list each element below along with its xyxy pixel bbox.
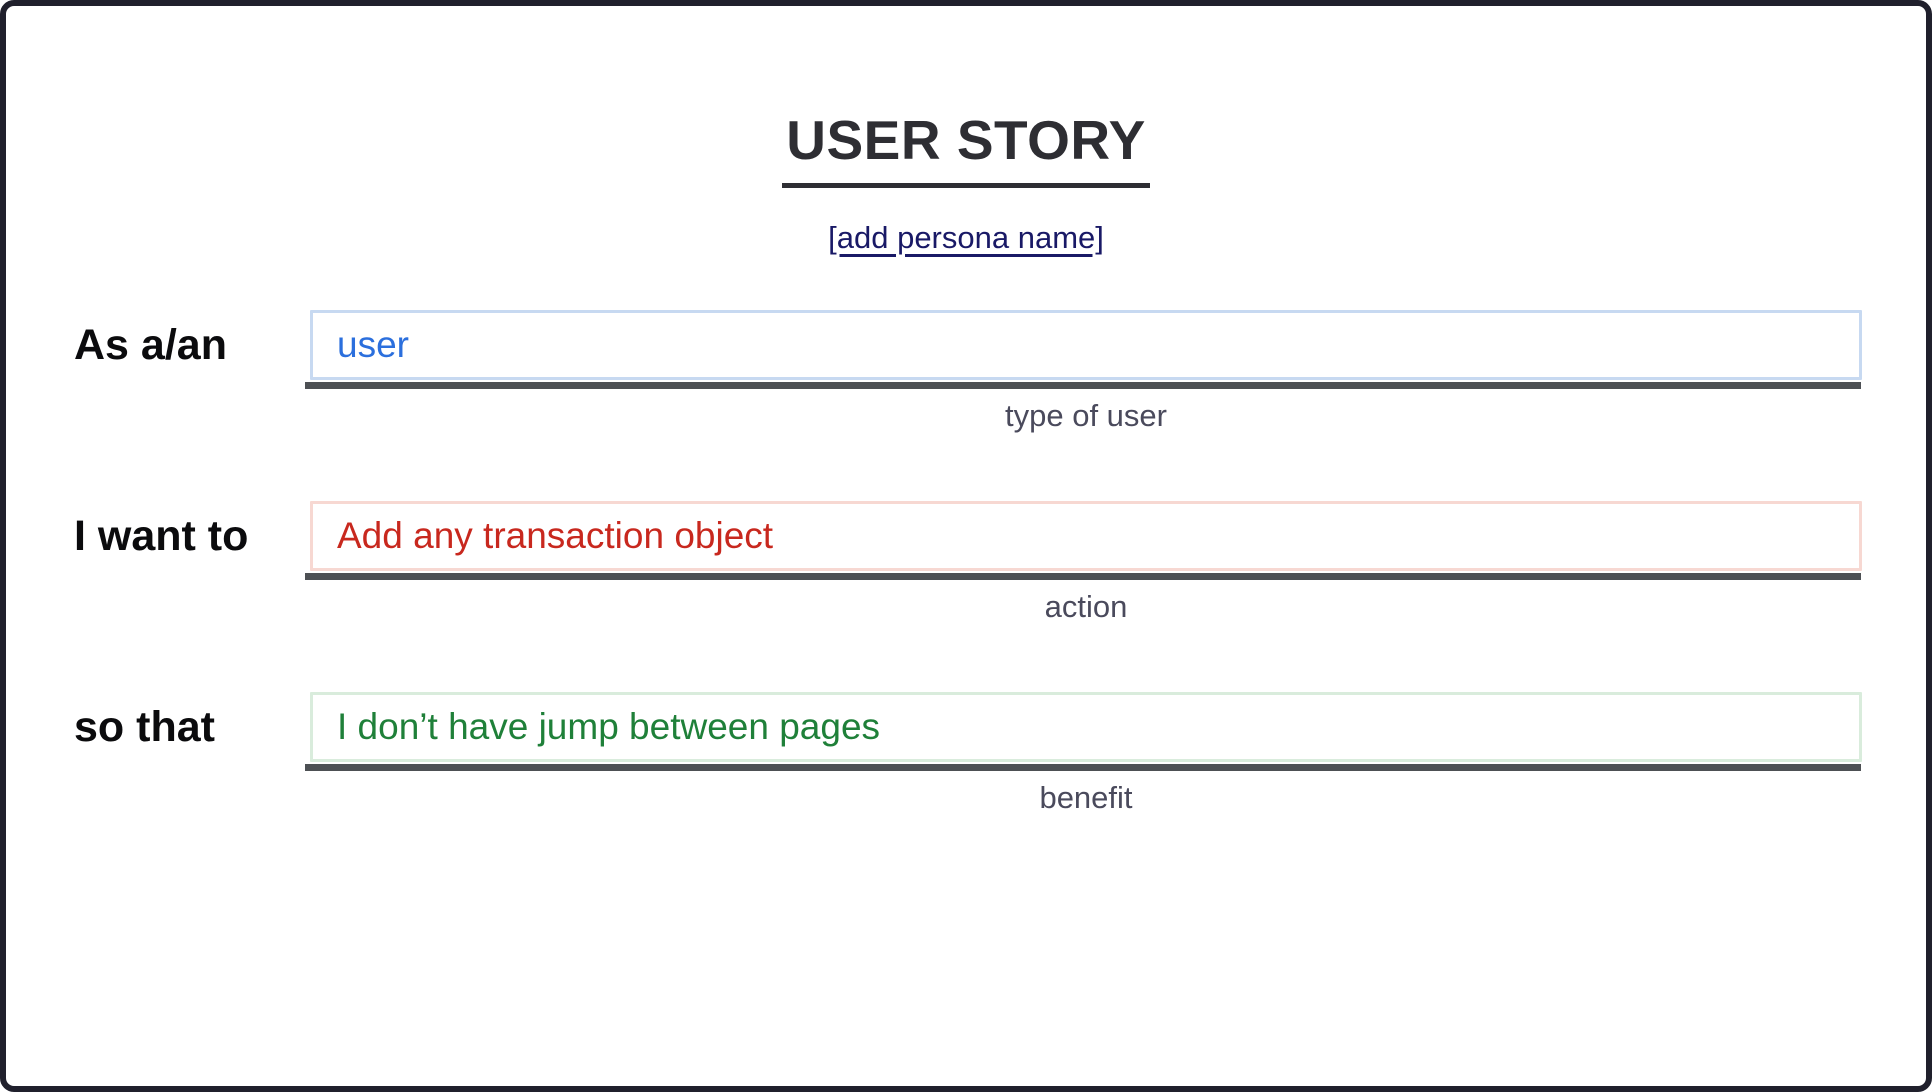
field-caption-action: action bbox=[1044, 588, 1128, 624]
field-caption-benefit: benefit bbox=[1039, 779, 1133, 815]
field-shadow-bar bbox=[305, 572, 1861, 580]
story-rows: As a/an type of user I want to action so… bbox=[6, 309, 1926, 816]
field-column: type of user bbox=[305, 309, 1862, 434]
field-shadow-bar bbox=[305, 381, 1861, 389]
row-action: I want to action bbox=[6, 500, 1926, 625]
row-benefit: so that benefit bbox=[6, 691, 1926, 816]
field-caption-type-of-user: type of user bbox=[1005, 397, 1167, 433]
add-persona-link[interactable]: [add persona name] bbox=[828, 219, 1104, 255]
field-shadow-bar bbox=[305, 763, 1861, 771]
header: USER STORY bbox=[6, 6, 1926, 188]
row-label-i-want-to: I want to bbox=[74, 511, 249, 560]
action-input[interactable] bbox=[310, 500, 1862, 571]
page-title: USER STORY bbox=[782, 110, 1150, 188]
field-column: benefit bbox=[305, 691, 1862, 816]
row-label-as-a-an: As a/an bbox=[74, 320, 227, 369]
field-column: action bbox=[305, 500, 1862, 625]
type-of-user-input[interactable] bbox=[310, 309, 1862, 380]
row-type-of-user: As a/an type of user bbox=[6, 309, 1926, 434]
row-label-so-that: so that bbox=[74, 702, 215, 751]
benefit-input[interactable] bbox=[310, 691, 1862, 762]
